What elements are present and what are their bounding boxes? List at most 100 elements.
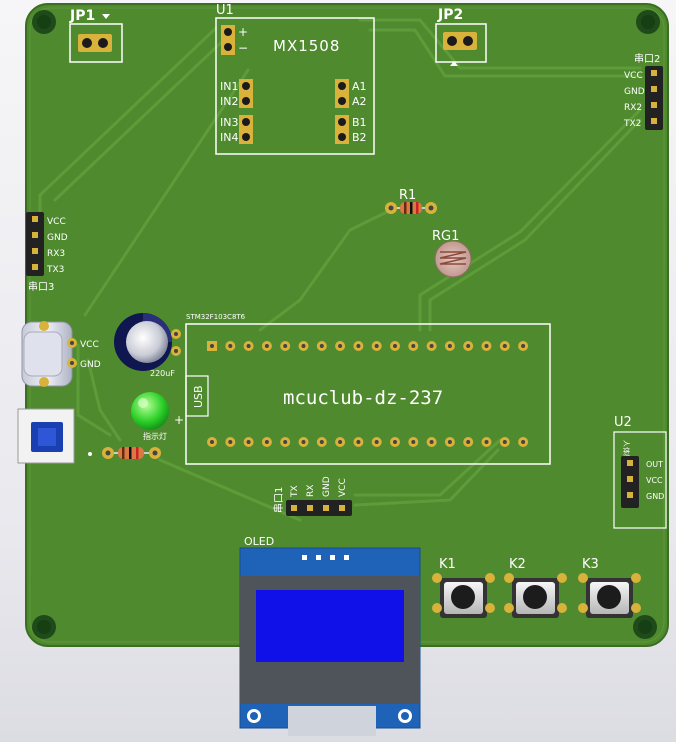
key-k1[interactable]: K1 bbox=[432, 557, 495, 618]
jp1-jumper: JP1 bbox=[69, 8, 123, 63]
mcu-pad-hole bbox=[228, 440, 233, 444]
mcu-pad-hole bbox=[411, 440, 416, 444]
mcu-pad-hole bbox=[484, 440, 489, 444]
u2-pir-sensor-header: U2 人体感应 OUT VCC GND bbox=[613, 415, 667, 529]
led-label: 指示灯 bbox=[143, 431, 167, 441]
mcu-pad-hole bbox=[210, 440, 214, 444]
capacitor-value: 220uF bbox=[150, 369, 175, 378]
mcu-pad-hole bbox=[466, 344, 471, 348]
led-plus: + bbox=[174, 413, 184, 427]
uart3-pin-gnd: GND bbox=[47, 233, 68, 243]
oled-module: OLED bbox=[239, 535, 421, 736]
u1-plus: + bbox=[238, 25, 248, 39]
mcu-pad-hole bbox=[356, 440, 361, 444]
mcu-pad-hole bbox=[228, 344, 233, 348]
mcu-pad-hole bbox=[521, 440, 526, 444]
key-k2[interactable]: K2 bbox=[504, 557, 567, 618]
u1-pin-in2: IN2 bbox=[220, 95, 238, 108]
key-k2-label: K2 bbox=[509, 557, 526, 572]
capacitor-220uf: 220uF bbox=[114, 313, 181, 378]
r1-ref: R1 bbox=[399, 188, 416, 203]
power-switch bbox=[17, 408, 92, 464]
u2-name: 人体感应 bbox=[622, 440, 631, 468]
key-k3[interactable]: K3 bbox=[578, 557, 641, 618]
mcu-pad-hole bbox=[264, 344, 269, 348]
u1-pin-a1: A1 bbox=[352, 80, 367, 93]
indicator-led: + 指示灯 bbox=[131, 392, 184, 441]
mcu-pad-hole bbox=[283, 440, 288, 444]
u1-pin-a2: A2 bbox=[352, 95, 367, 108]
uart1-label: 串口1 bbox=[273, 487, 285, 513]
uart2-label: 串口2 bbox=[634, 53, 660, 65]
u1-pin-b2: B2 bbox=[352, 131, 367, 144]
mcu-pad-hole bbox=[447, 440, 452, 444]
uart3-pin-tx3: TX3 bbox=[46, 265, 64, 275]
mcu-pad-hole bbox=[338, 440, 343, 444]
uart2-pin-tx2: TX2 bbox=[623, 119, 641, 129]
mcu-core-board: STM32F103C8T6 USB mcuclub-dz-237 bbox=[185, 313, 551, 465]
mcu-pad-hole bbox=[411, 344, 416, 348]
mcu-pad-hole bbox=[484, 344, 489, 348]
mcu-pad-hole bbox=[374, 440, 379, 444]
usb-c-connector: VCC GND bbox=[21, 321, 101, 387]
u2-ref: U2 bbox=[614, 415, 632, 430]
uart2-pin-rx2: RX2 bbox=[624, 103, 642, 113]
mcu-usb-label: USB bbox=[192, 385, 205, 408]
jp2-jumper: JP2 bbox=[435, 7, 487, 66]
mcu-pad-hole bbox=[466, 440, 471, 444]
u1-pin-in1: IN1 bbox=[220, 80, 238, 93]
mcu-pad-hole bbox=[319, 440, 324, 444]
mounting-holes bbox=[32, 10, 660, 639]
key-k3-label: K3 bbox=[582, 557, 599, 572]
mcu-pad-hole bbox=[338, 344, 343, 348]
mcu-pad-hole bbox=[502, 440, 507, 444]
mcu-pad-hole bbox=[502, 344, 507, 348]
u1-pin-b1: B1 bbox=[352, 116, 367, 129]
jp1-label: JP1 bbox=[69, 8, 95, 24]
u2-pin-gnd: GND bbox=[646, 492, 664, 501]
mcu-pad-hole bbox=[447, 344, 452, 348]
oled-label: OLED bbox=[244, 535, 274, 548]
rg1-photoresistor: RG1 bbox=[432, 229, 472, 278]
uart1-pin-vcc: VCC bbox=[338, 478, 348, 497]
uart3-pin-vcc: VCC bbox=[47, 217, 66, 227]
jp2-label: JP2 bbox=[437, 7, 463, 23]
mcu-pad-hole bbox=[356, 344, 361, 348]
uart1-header: 串口1 TX RX GND VCC bbox=[273, 476, 352, 516]
mcu-pad-hole bbox=[393, 344, 397, 348]
board-title: mcuclub-dz-237 bbox=[283, 387, 443, 409]
u1-pin-in4: IN4 bbox=[220, 131, 238, 144]
uart2-pin-gnd: GND bbox=[624, 87, 645, 97]
mcu-part: STM32F103C8T6 bbox=[186, 313, 246, 321]
u2-pin-vcc: VCC bbox=[646, 476, 663, 485]
mcu-pin-row-top bbox=[207, 341, 529, 351]
key-k1-label: K1 bbox=[439, 557, 456, 572]
led-resistor bbox=[102, 447, 161, 459]
mcu-pad-hole bbox=[521, 344, 526, 348]
u1-motor-driver: U1 MX1508 + − IN1 IN2 IN3 IN4 A1 A2 B1 B… bbox=[215, 3, 375, 155]
mcu-pin-row-bottom bbox=[207, 437, 529, 447]
mcu-pad-hole bbox=[210, 344, 214, 348]
mcu-pad-hole bbox=[301, 440, 306, 444]
mcu-pad-hole bbox=[319, 344, 324, 348]
mcu-pad-hole bbox=[283, 344, 288, 348]
mcu-pad-hole bbox=[264, 440, 269, 444]
uart2-pin-vcc: VCC bbox=[624, 71, 643, 81]
mcu-pad-hole bbox=[301, 344, 306, 348]
mcu-pad-hole bbox=[246, 440, 251, 444]
u1-minus: − bbox=[238, 41, 248, 55]
mcu-pad-hole bbox=[393, 440, 397, 444]
uart2-header: 串口2 VCC GND RX2 TX2 bbox=[623, 53, 663, 130]
u1-part: MX1508 bbox=[273, 37, 340, 55]
uart1-pin-rx: RX bbox=[306, 485, 316, 497]
mcu-pad-hole bbox=[429, 440, 434, 444]
mcu-pad-hole bbox=[246, 344, 251, 348]
uart3-pin-rx3: RX3 bbox=[47, 249, 65, 259]
u2-pin-out: OUT bbox=[646, 460, 663, 469]
uart1-pin-tx: TX bbox=[290, 485, 300, 498]
uart1-pin-gnd: GND bbox=[322, 476, 332, 497]
u1-ref: U1 bbox=[216, 3, 234, 18]
uart3-header: VCC GND RX3 TX3 串口3 bbox=[26, 212, 68, 293]
r1-resistor: R1 bbox=[385, 188, 437, 214]
